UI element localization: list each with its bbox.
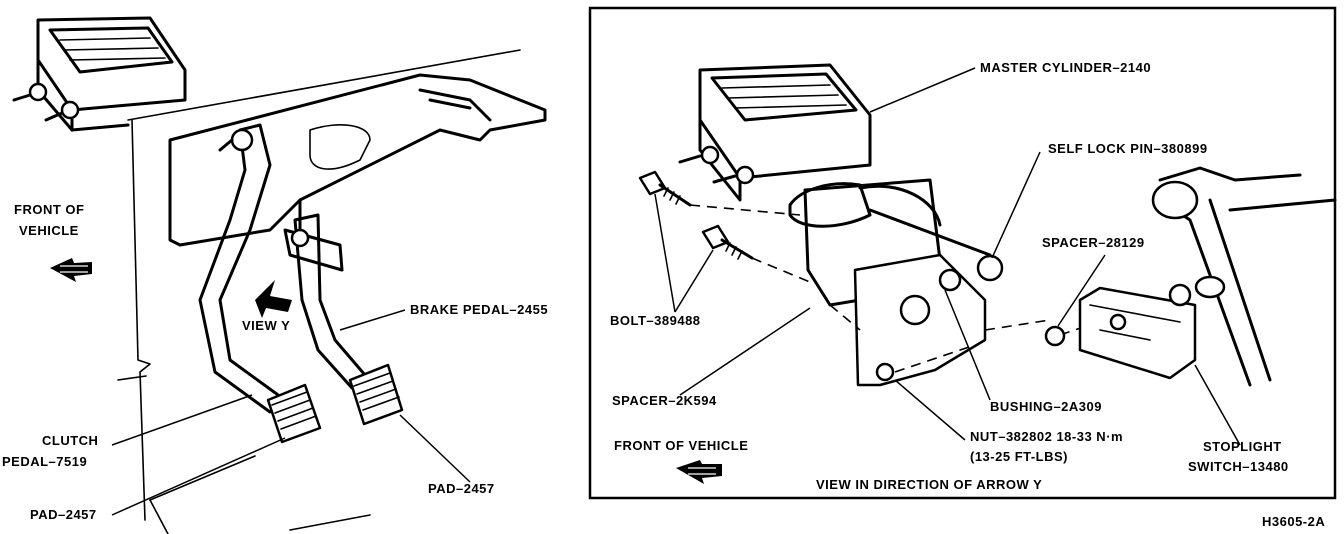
clutch-pad — [266, 383, 322, 444]
spacer-28129 — [1044, 325, 1066, 347]
label-nut-1: NUT–382802 18-33 N·m — [970, 429, 1123, 444]
direction-arrow-icon — [50, 258, 92, 282]
label-spacer-2k594: SPACER–2K594 — [612, 393, 717, 408]
label-stoplight-1: STOPLIGHT — [1203, 439, 1282, 454]
direction-arrow-icon-right — [676, 460, 722, 484]
bolt-upper — [638, 170, 692, 207]
label-brake-pedal: BRAKE PEDAL–2455 — [410, 302, 548, 317]
label-self-lock-pin: SELF LOCK PIN–380899 — [1048, 141, 1208, 156]
brake-pad — [348, 363, 404, 426]
label-bolt: BOLT–389488 — [610, 313, 701, 328]
label-nut-2: (13-25 FT-LBS) — [970, 449, 1068, 464]
label-bushing: BUSHING–2A309 — [990, 399, 1102, 414]
detail-view-frame — [588, 6, 1337, 500]
label-front-of-vehicle-right: FRONT OF VEHICLE — [614, 438, 748, 453]
label-clutch-pedal-2: PEDAL–7519 — [2, 454, 87, 469]
master-cylinder-right — [678, 63, 872, 202]
label-view-direction: VIEW IN DIRECTION OF ARROW Y — [816, 477, 1042, 492]
clutch-pedal — [198, 123, 287, 414]
figure-id: H3605-2A — [1262, 514, 1325, 529]
view-y-arrow — [255, 280, 292, 318]
label-front-of-vehicle-left-1: FRONT OF — [14, 202, 84, 217]
label-clutch-pedal-1: CLUTCH — [42, 433, 98, 448]
label-view-y: VIEW Y — [242, 318, 290, 333]
brake-pedal — [283, 213, 367, 390]
left-assembly-illustration — [12, 16, 547, 534]
master-cylinder-left — [12, 16, 187, 132]
label-pad-left: PAD–2457 — [30, 507, 97, 522]
stoplight-switch — [1078, 286, 1197, 380]
label-master-cylinder: MASTER CYLINDER–2140 — [980, 60, 1151, 75]
label-spacer-28129: SPACER–28129 — [1042, 235, 1145, 250]
label-stoplight-2: SWITCH–13480 — [1188, 459, 1289, 474]
bolt-lower — [701, 224, 754, 260]
label-front-of-vehicle-left-2: VEHICLE — [19, 223, 79, 238]
pedal-support-bracket — [168, 73, 547, 247]
detail-view-illustration — [638, 63, 1337, 484]
label-pad-right: PAD–2457 — [428, 481, 495, 496]
